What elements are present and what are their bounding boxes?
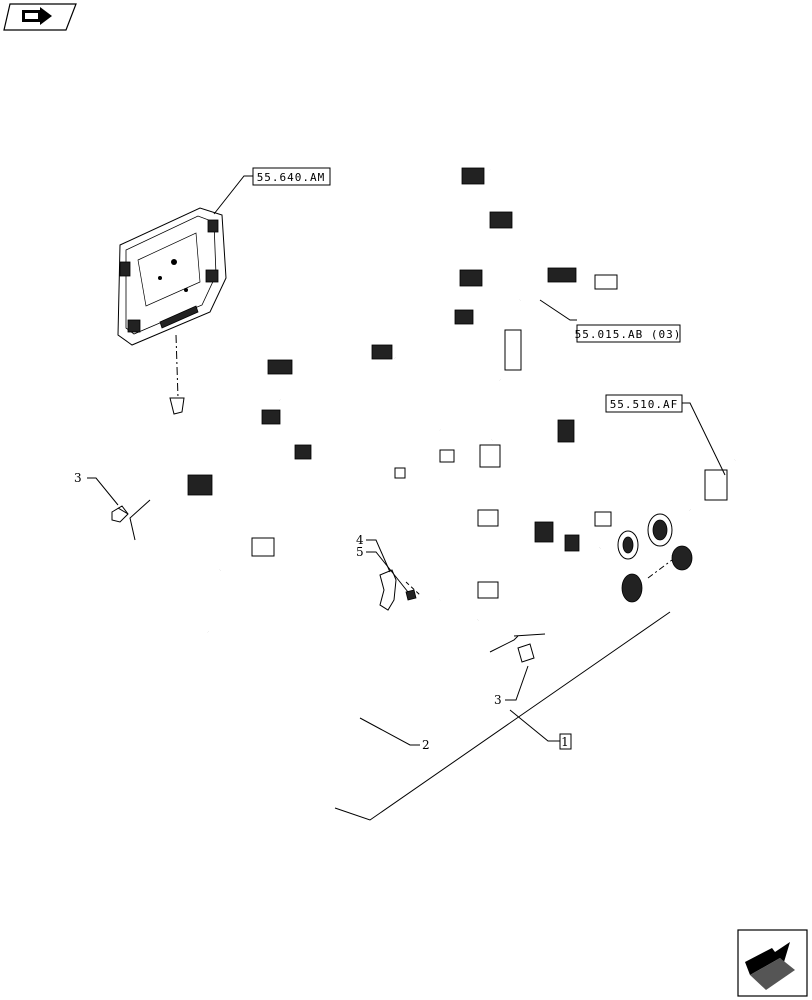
round-connectors (597, 457, 740, 603)
ref-ecu-box[interactable] (252, 167, 331, 186)
callout-5: 5 (356, 545, 364, 559)
ref-right-label[interactable]: 55.510.AF (610, 398, 679, 411)
callout-2: 2 (422, 738, 430, 752)
callout-3-left: 3 (74, 471, 82, 485)
ref-ecu-label[interactable]: 55.640.AM (257, 171, 326, 184)
next-page-arrow-icon[interactable] (737, 929, 808, 997)
upper-connectors (187, 167, 618, 552)
ref-upper-label[interactable]: 55.015.AB (03) (575, 328, 682, 341)
ref-right-box[interactable] (605, 394, 683, 413)
clip-part-bottom (517, 643, 535, 663)
bracket-part (379, 569, 417, 611)
item-1-box[interactable] (559, 733, 572, 750)
clip-part-left (111, 505, 129, 523)
ref-upper-box[interactable] (576, 324, 681, 343)
ecu-module (117, 207, 227, 346)
main-cable (149, 397, 626, 743)
callout-1[interactable]: 1 (561, 735, 569, 749)
callout-4: 4 (356, 533, 364, 547)
harness-trunk (215, 275, 611, 604)
book-arrow-icon[interactable] (3, 3, 77, 31)
callout-3-bottom: 3 (494, 693, 502, 707)
